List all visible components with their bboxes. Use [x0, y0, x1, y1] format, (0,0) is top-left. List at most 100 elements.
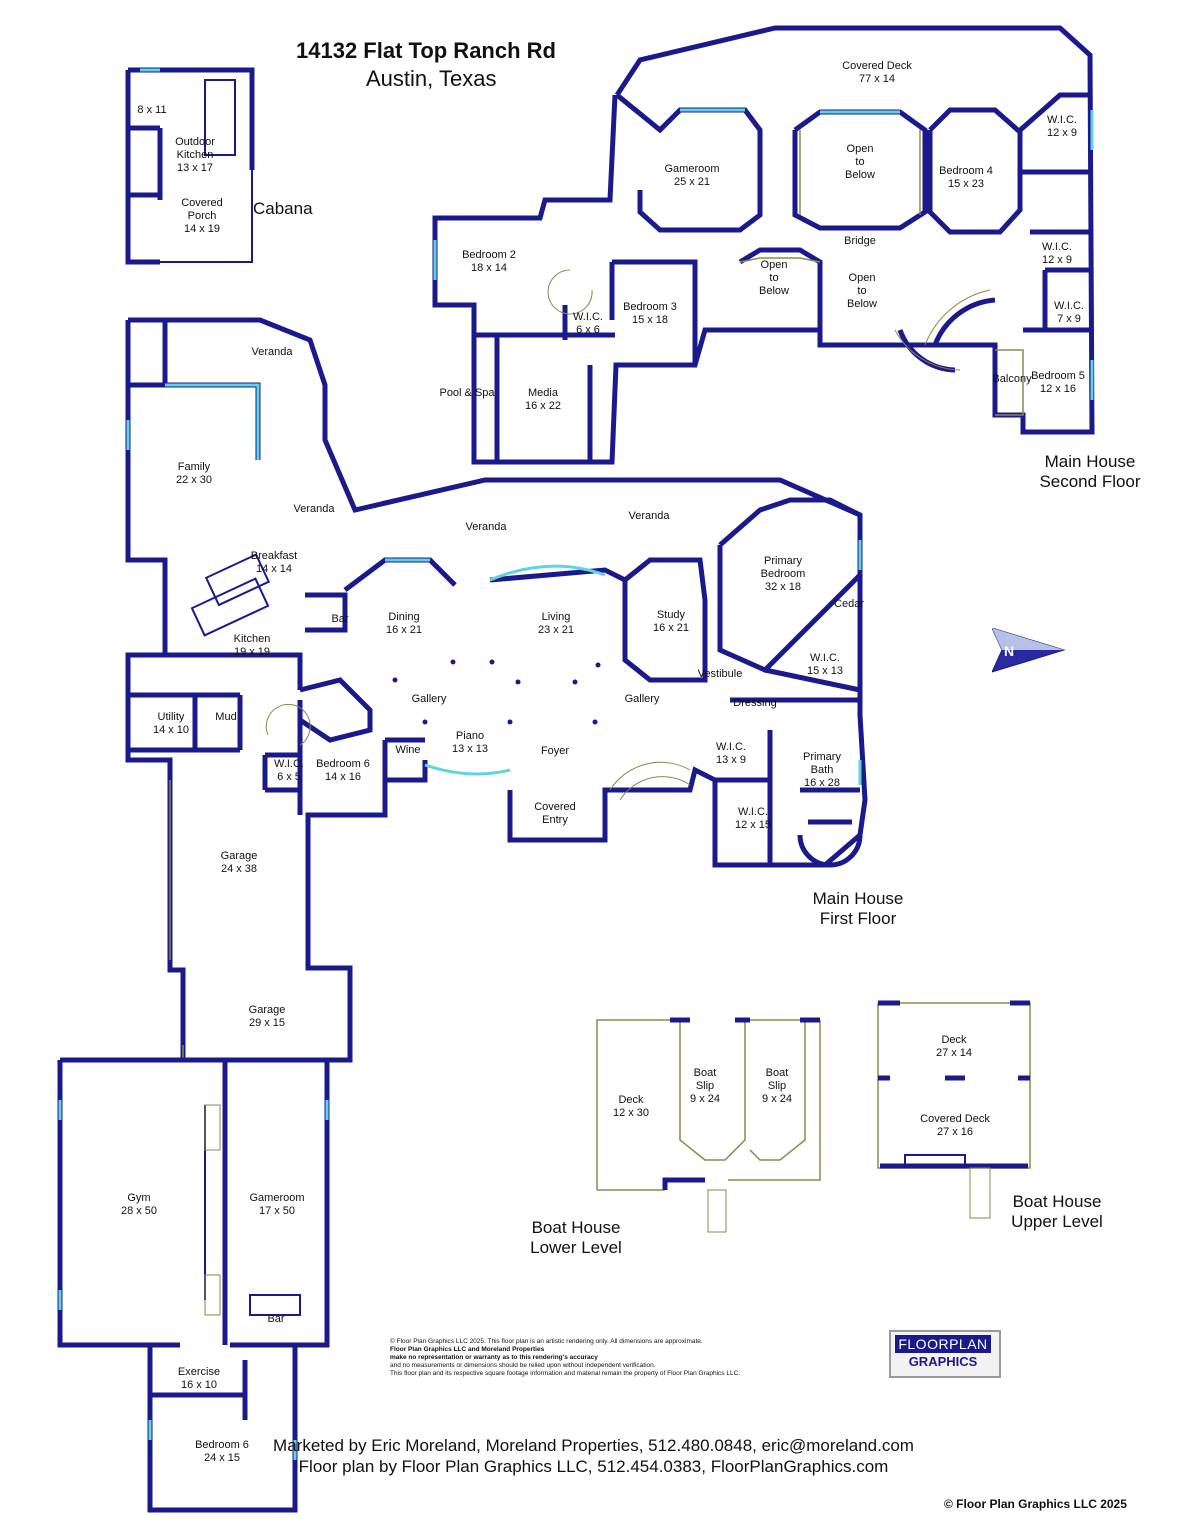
copyright-notice: © Floor Plan Graphics LLC 2025 [944, 1497, 1127, 1511]
room-label-line: Dining [388, 611, 420, 623]
room-label-line: Garage [220, 850, 258, 862]
room-label-line: Study [656, 609, 686, 621]
room-label-line: 12 x 30 [612, 1107, 650, 1119]
room-label-wic-12x15: W.I.C.12 x 15 [735, 806, 771, 832]
room-label-mud: Mud [215, 711, 236, 724]
room-label-line: Bar [267, 1313, 285, 1325]
room-label-line: Gameroom [664, 163, 720, 175]
room-label-veranda-1: Veranda [252, 346, 293, 359]
room-label-wic-13x9: W.I.C.13 x 9 [716, 741, 746, 767]
room-label-line: 9 x 24 [690, 1093, 720, 1105]
room-label-line: Vestibule [697, 668, 743, 680]
room-label-line: 19 x 19 [233, 646, 271, 658]
room-label-line: 17 x 50 [258, 1205, 296, 1217]
room-label-line: 32 x 18 [764, 581, 802, 593]
room-label-line: Utility [157, 711, 185, 723]
room-label-line: Veranda [251, 346, 293, 358]
room-label-line: Kitchen [233, 633, 271, 645]
room-label-line: W.I.C. [810, 652, 840, 664]
room-label-line: 28 x 50 [120, 1205, 158, 1217]
room-label-veranda-2: Veranda [294, 503, 335, 516]
room-label-line: Slip [695, 1080, 715, 1092]
room-label-line: Open [760, 259, 788, 271]
room-label-line: Below [847, 298, 877, 310]
room-label-line: 14 x 16 [324, 771, 362, 783]
room-label-line: Living [541, 611, 571, 623]
room-label-line: Dressing [733, 697, 777, 709]
room-label-line: Open [846, 143, 874, 155]
room-label-pool-spa: Pool & Spa [439, 387, 494, 400]
room-label-line: Below [759, 285, 789, 297]
room-label-line: Mud [215, 711, 237, 723]
second-floor-walls [432, 25, 1095, 465]
room-label-line: Primary [803, 751, 841, 763]
room-label-line: 15 x 13 [806, 665, 844, 677]
room-label-line: Veranda [628, 510, 670, 522]
room-label-line: Wine [395, 744, 421, 756]
floorplan-credit: Floor plan by Floor Plan Graphics LLC, 5… [298, 1457, 889, 1476]
room-label-cedar: Cedar [834, 598, 864, 611]
room-label-gallery-2: Gallery [625, 693, 660, 706]
marketed-by-credit: Marketed by Eric Moreland, Moreland Prop… [273, 1436, 914, 1455]
boat-house-lower-walls [596, 1017, 821, 1233]
room-label-bar: Bar [331, 613, 348, 626]
room-label-balcony: Balcony [992, 373, 1031, 386]
room-label-line: Bedroom 5 [1031, 370, 1085, 382]
room-label-line: 25 x 21 [673, 176, 711, 188]
room-label-line: W.I.C. [274, 758, 304, 770]
room-label-line: Veranda [465, 521, 507, 533]
room-label-line: 9 x 24 [762, 1093, 792, 1105]
room-label-line: Balcony [992, 373, 1032, 385]
room-label-line: Entry [542, 814, 568, 826]
room-label-line: Garage [248, 1004, 286, 1016]
section-label-boat-upper: Boat House Upper Level [1011, 1192, 1103, 1231]
svg-text:N: N [1004, 643, 1014, 659]
section-label-first-floor: Main House First Floor [812, 889, 904, 928]
disclaimer: © Floor Plan Graphics LLC 2025. This flo… [390, 1338, 741, 1377]
room-label-line: W.I.C. [1054, 300, 1084, 312]
room-label-line: Kitchen [176, 149, 214, 161]
room-label-line: 23 x 21 [537, 624, 575, 636]
room-label-line: Slip [767, 1080, 787, 1092]
room-label-line: 14 x 19 [183, 223, 221, 235]
room-label-line: Boat [693, 1067, 717, 1079]
room-label-line: Outdoor [175, 136, 215, 148]
room-label-line: Gallery [624, 693, 660, 705]
room-label-line: Bedroom 4 [939, 165, 993, 177]
room-label-line: Media [528, 387, 558, 399]
room-label-line: W.I.C. [738, 806, 768, 818]
room-label-line: Covered Deck [842, 60, 912, 72]
room-label-line: 18 x 14 [470, 262, 508, 274]
room-label-line: to [857, 285, 867, 297]
room-label-line: 12 x 9 [1047, 127, 1077, 139]
room-label-wic-7x9: W.I.C.7 x 9 [1054, 300, 1084, 326]
room-label-line: 29 x 15 [248, 1017, 286, 1029]
section-label-second-floor: Main House Second Floor [1039, 452, 1141, 491]
room-label-line: Open [848, 272, 876, 284]
room-label-line: 27 x 16 [936, 1126, 974, 1138]
